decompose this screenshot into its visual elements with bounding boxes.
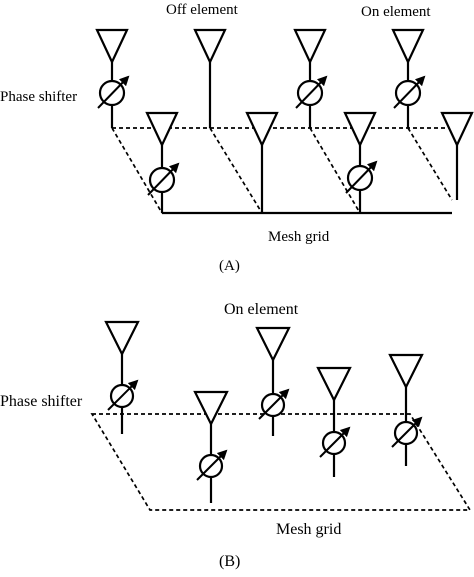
antenna-element-b4 [316,366,352,477]
mesh-grid-label: Mesh grid [268,229,330,245]
panel-a: Off element On element Phase shifter Mes… [0,2,474,274]
antenna-element-a8-off [440,111,474,200]
antenna-element-a7 [343,111,377,213]
panel-caption-b: (B) [219,553,240,570]
mesh-grid-b [90,413,472,511]
antenna-element-a1 [95,28,129,128]
phase-shifter-icon [393,75,426,109]
phase-shifter-icon [391,416,423,448]
antenna-element-b2 [193,390,229,503]
phase-shifter-label: Phase shifter [0,393,83,410]
antenna-element-a2-off [193,28,227,128]
on-element-label: On element [361,4,431,20]
antenna-element-a3 [293,28,327,128]
phase-shifter-icon [319,426,351,458]
off-element-label: Off element [166,2,239,18]
antenna-element-a6-off [245,111,279,213]
on-element-label: On element [224,301,299,318]
phase-shifter-icon [97,75,130,109]
phase-shifter-icon [258,388,290,420]
phase-shifter-icon [107,379,139,411]
antenna-element-b5 [388,353,424,466]
phase-shifter-icon [345,160,378,194]
antenna-element-b1 [104,320,140,434]
panel-caption-a: (A) [219,258,240,274]
phase-shifter-icon [295,75,328,109]
mesh-grid-label: Mesh grid [276,521,341,538]
antenna-element-a4-on [391,28,425,128]
phase-shifter-icon [196,449,228,481]
phase-shifter-label: Phase shifter [0,89,77,105]
phase-shifter-icon [147,162,180,196]
panel-b: On element Phase shifter Mesh grid (B) [0,301,472,570]
antenna-element-a5 [145,111,179,213]
antenna-element-b3-on [255,326,291,436]
